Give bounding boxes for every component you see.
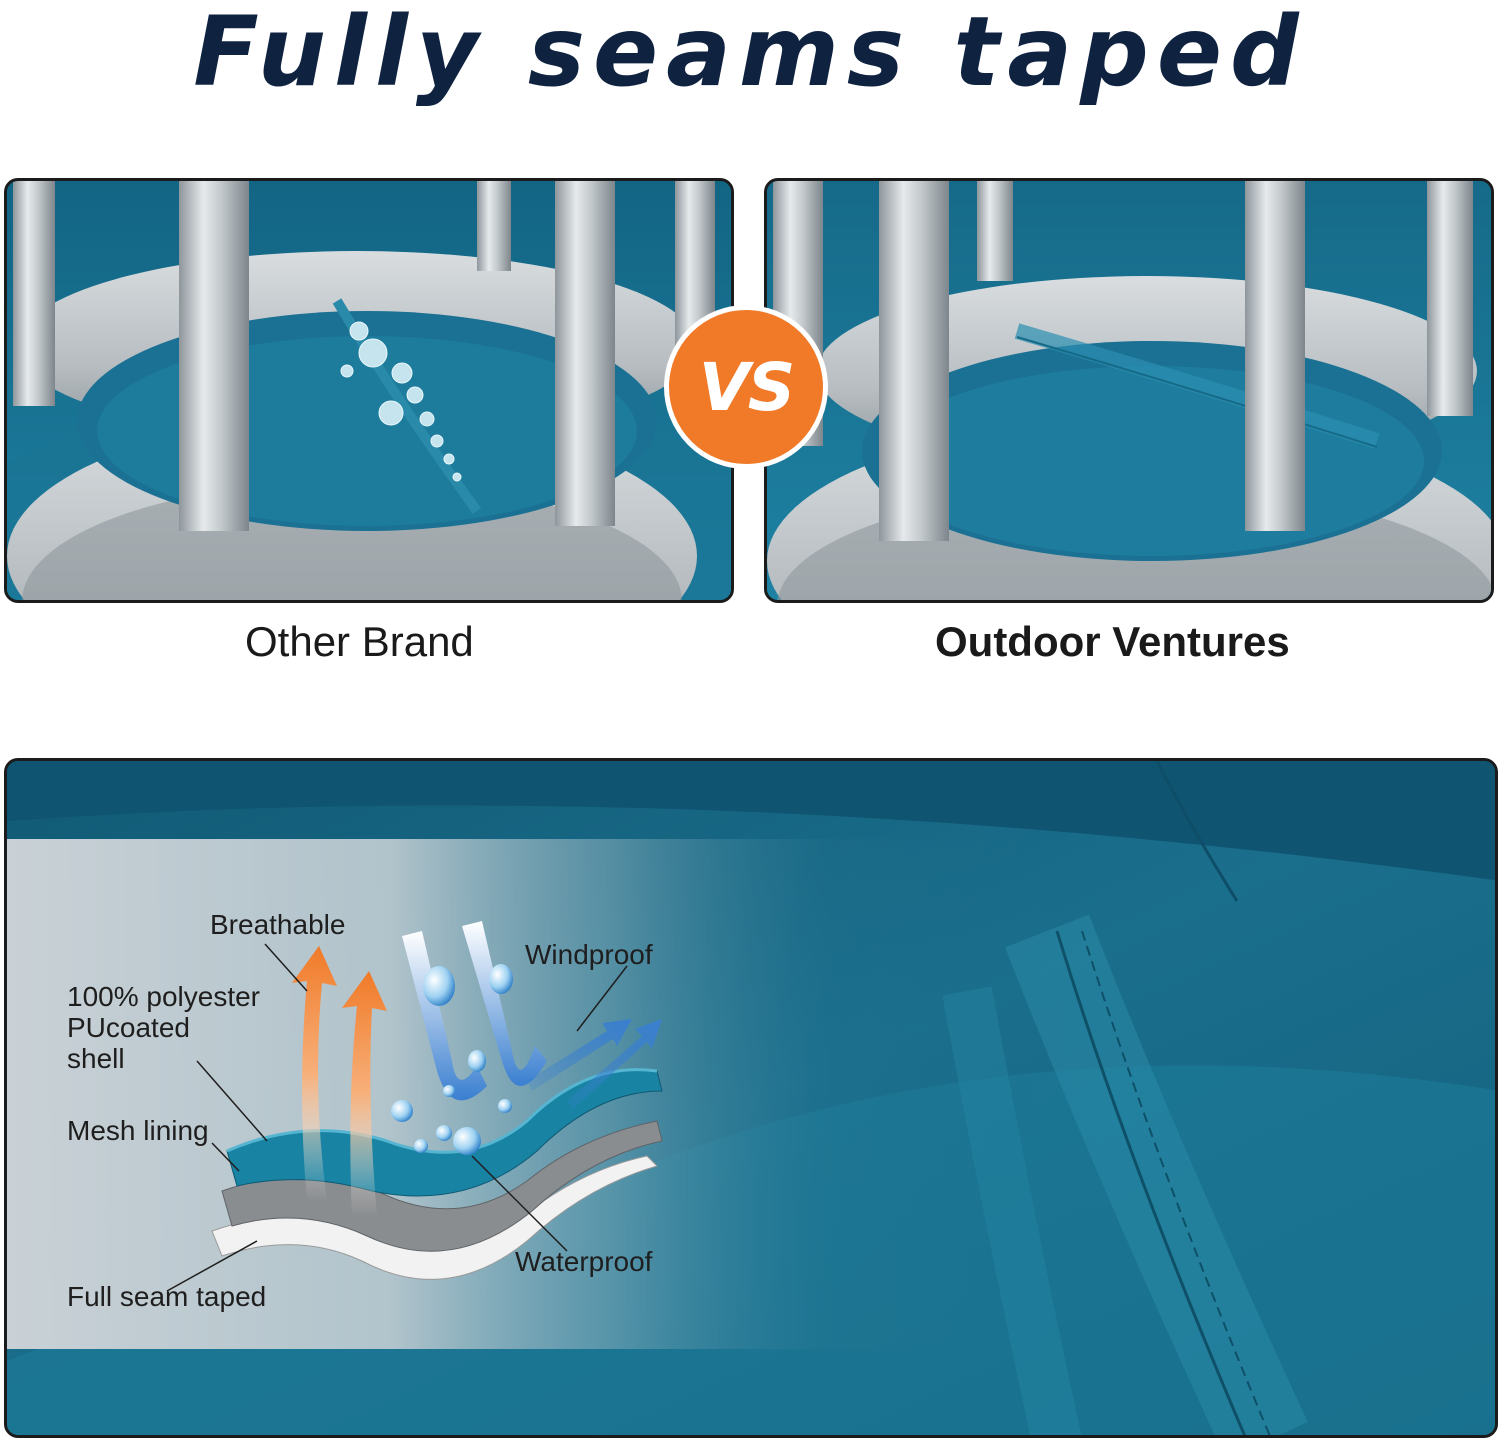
label-shell-line1: 100% polyester <box>67 981 261 1012</box>
other-brand-photo <box>4 178 734 603</box>
fabric-layers-illustration <box>7 761 1495 1435</box>
headline: Fully seams taped <box>193 0 1307 108</box>
label-windproof: Windproof <box>525 939 653 970</box>
outdoor-ventures-illustration <box>767 181 1491 600</box>
label-waterproof: Waterproof <box>515 1246 653 1277</box>
fabric-layers-panel: Breathable Windproof 100% polyester PUco… <box>4 758 1498 1438</box>
label-shell-line3: shell <box>67 1043 125 1074</box>
other-brand-caption: Other Brand <box>245 618 474 665</box>
other-brand-illustration <box>7 181 731 600</box>
label-full-seam-taped: Full seam taped <box>67 1281 267 1312</box>
label-breathable: Breathable <box>210 909 346 940</box>
label-mesh-lining: Mesh lining <box>67 1115 209 1146</box>
vs-label: VS <box>698 348 796 426</box>
vs-badge: VS <box>664 305 828 469</box>
outdoor-ventures-photo <box>764 178 1494 603</box>
label-shell-line2: PUcoated <box>67 1012 190 1043</box>
outdoor-ventures-caption: Outdoor Ventures <box>935 618 1290 665</box>
